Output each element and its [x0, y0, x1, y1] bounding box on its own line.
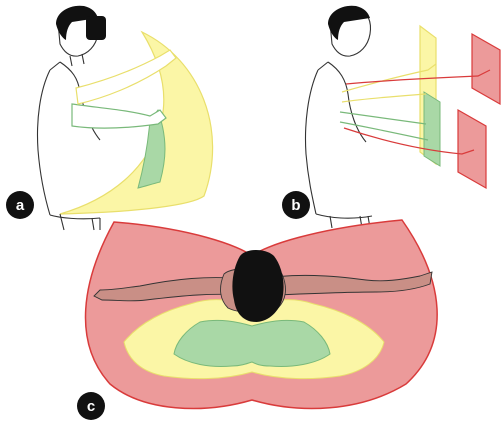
panel-a-label: a — [16, 197, 25, 214]
panel-b-red-plane-upper — [472, 34, 500, 104]
panel-a-badge: a — [6, 191, 34, 219]
panel-a-head — [56, 6, 106, 66]
panel-b-red-plane-lower — [458, 110, 486, 188]
vr-headset-icon — [86, 16, 106, 40]
panel-a-arms — [72, 50, 176, 128]
panel-c: c — [77, 220, 437, 420]
panel-c-head — [232, 250, 283, 322]
panel-c-label: c — [87, 398, 95, 415]
panel-b-green-plane — [424, 92, 440, 166]
panel-c-badge: c — [77, 392, 105, 420]
panel-b: b — [282, 6, 500, 228]
panel-b-badge: b — [282, 191, 310, 219]
panel-b-head — [328, 6, 371, 56]
panel-a: a — [6, 6, 213, 230]
panel-b-label: b — [291, 197, 300, 214]
panel-c-green-zone — [174, 320, 330, 366]
